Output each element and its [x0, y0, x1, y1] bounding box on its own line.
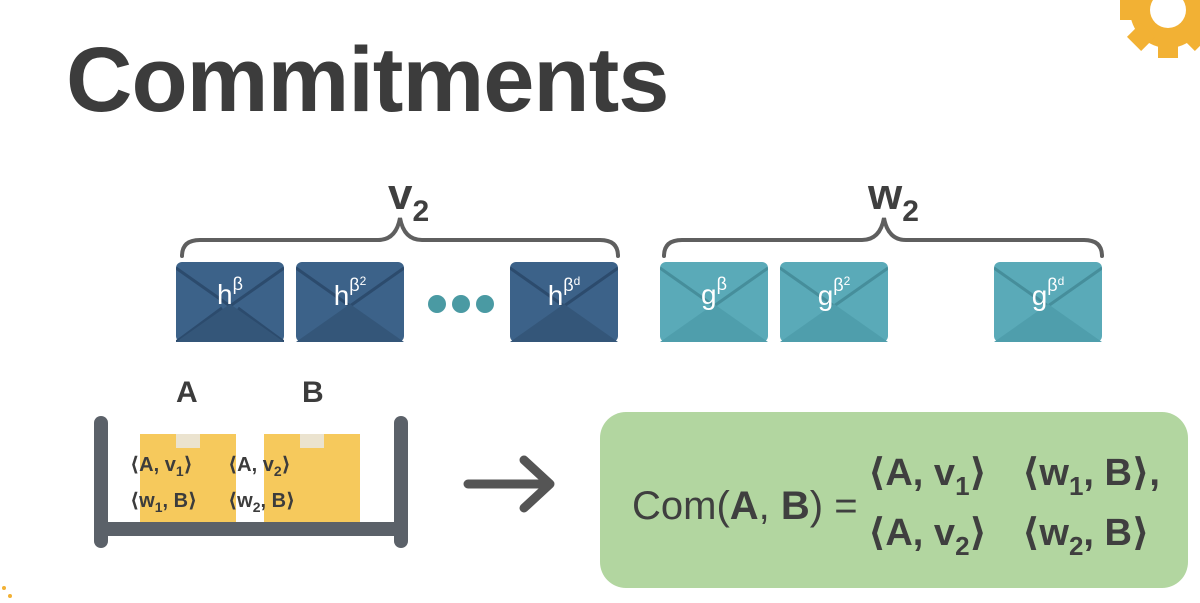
- v-brace: [180, 217, 620, 258]
- g-envelope-d: gβd: [994, 262, 1102, 342]
- ellipsis-dots: [428, 295, 500, 318]
- box-b-line2: ⟨w2, B⟩: [228, 490, 296, 515]
- box-a-label: A: [176, 376, 198, 409]
- g-envelope-2: gβ2: [780, 262, 888, 342]
- h-envelope-d: hβd: [510, 262, 618, 342]
- box-b-label: B: [302, 376, 324, 409]
- box-a-line1: ⟨A, v1⟩: [130, 454, 193, 479]
- com-expression: Com(A, B) =: [632, 484, 858, 528]
- arrow-right-icon: [463, 455, 555, 513]
- gear-icon: [1120, 0, 1200, 58]
- page-title: Commitments: [66, 29, 669, 131]
- corner-decoration-icon: [2, 586, 12, 598]
- shelf-with-boxes: [94, 416, 408, 548]
- commitment-formula-panel: Com(A, B) = ⟨A, v1⟩ ⟨w1, B⟩, ⟨A, v2⟩ ⟨w2…: [600, 412, 1188, 588]
- box-b-line1: ⟨A, v2⟩: [228, 454, 291, 479]
- pairing-row2-term2: ⟨w2, B⟩: [1022, 512, 1150, 561]
- w-label: w2: [868, 170, 919, 228]
- box-a-line2: ⟨w1, B⟩: [130, 490, 198, 515]
- pairing-row1-term2: ⟨w1, B⟩,: [1022, 452, 1160, 501]
- g-envelope-1: gβ: [660, 262, 768, 342]
- h-envelope-1: hβ: [176, 262, 284, 342]
- h-envelope-2: hβ2: [296, 262, 404, 342]
- w-brace: [662, 217, 1104, 258]
- v-label: v2: [388, 170, 430, 228]
- pairing-row2-term1: ⟨A, v2⟩: [868, 512, 987, 561]
- pairing-row1-term1: ⟨A, v1⟩: [868, 452, 987, 501]
